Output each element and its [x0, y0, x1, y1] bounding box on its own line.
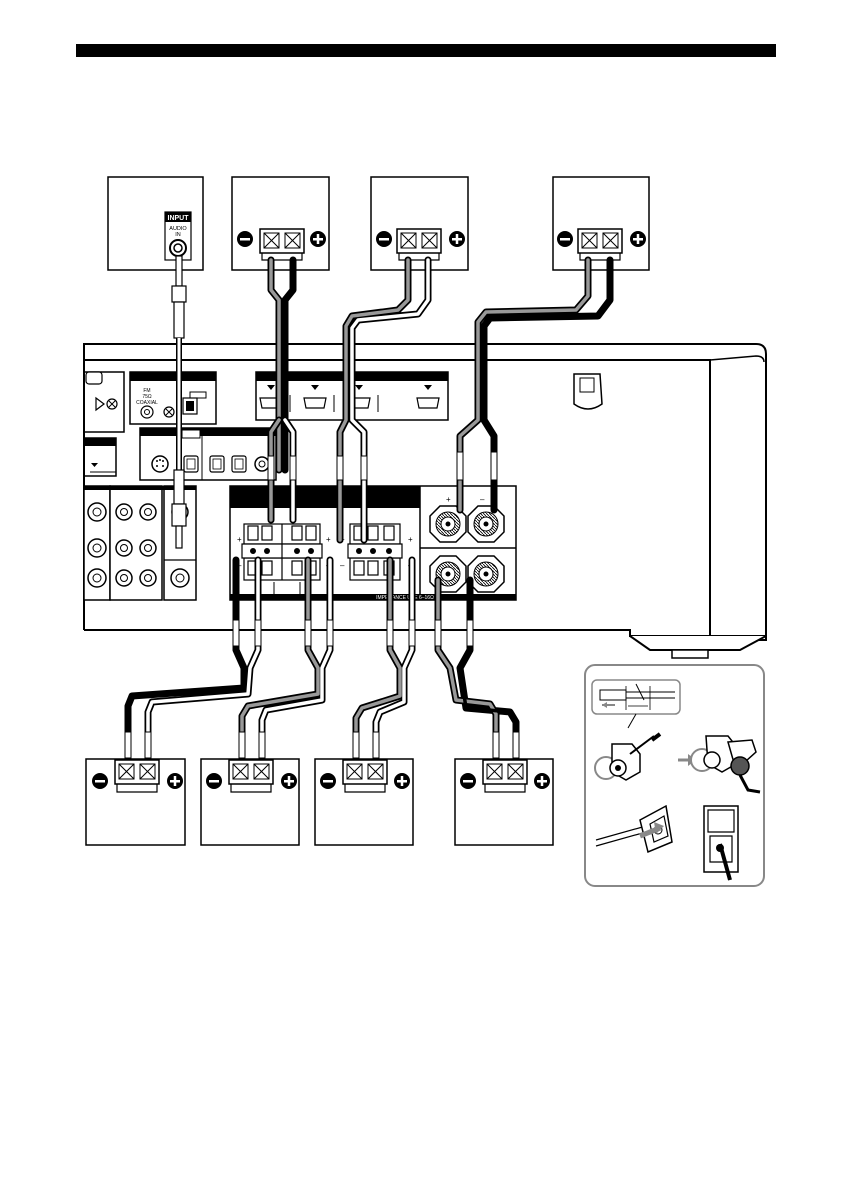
terminal-plus-mark: + — [326, 535, 331, 544]
input-label: INPUT — [168, 215, 190, 222]
speaker-bottom-4 — [455, 759, 553, 845]
speaker-bottom-3 — [315, 759, 413, 845]
terminal-plus-mark: + — [408, 535, 413, 544]
header-bar — [76, 44, 776, 57]
speaker-bottom-1 — [86, 759, 185, 845]
terminal-minus-mark: – — [480, 495, 485, 504]
terminal-plus-mark: + — [446, 495, 451, 504]
subwoofer-input-box: INPUT AUDIO IN — [108, 177, 203, 270]
receiver-rear-panel: FM 75Ω COAXIAL — [84, 344, 766, 658]
terminal-plus-mark: + — [237, 535, 242, 544]
in-label: IN — [175, 232, 181, 238]
speaker-top-3 — [553, 177, 649, 270]
speaker-top-1 — [232, 177, 329, 270]
speaker-bottom-2 — [201, 759, 299, 845]
speaker-cable-bottom-4 — [435, 580, 519, 760]
impedance-note: IMPEDANCE USE 6–16Ω — [376, 595, 434, 601]
terminal-minus-mark: – — [340, 561, 345, 570]
speaker-top-2 — [371, 177, 468, 270]
coaxial-label-3: COAXIAL — [136, 400, 158, 406]
wire-connection-inset — [585, 665, 764, 886]
